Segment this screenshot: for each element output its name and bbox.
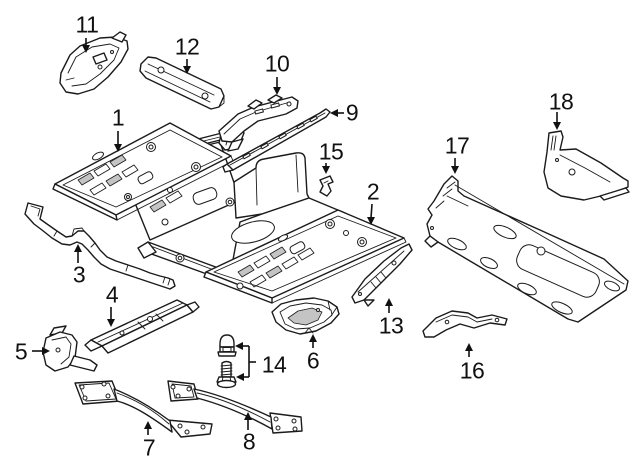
cap-nut-drawing (217, 334, 237, 357)
part-2-drawing (203, 209, 407, 304)
callout-16[interactable]: 16 (459, 357, 485, 384)
callout-9[interactable]: 9 (345, 99, 359, 126)
callout-1[interactable]: 1 (111, 104, 125, 131)
part-10-drawing (218, 94, 299, 152)
part-3-drawing (24, 202, 176, 290)
part-5-drawing (42, 325, 98, 372)
part-17-drawing (424, 175, 629, 323)
callout-15-arrow (322, 163, 330, 174)
callout-6[interactable]: 6 (306, 347, 320, 374)
part-9-drawing (222, 108, 331, 173)
callout-5[interactable]: 5 (14, 338, 28, 365)
callout-11[interactable]: 11 (75, 11, 99, 38)
callout-5-arrow (32, 347, 50, 355)
callout-11-arrow (82, 38, 90, 53)
callout-9-arrow (330, 109, 344, 117)
part-11-drawing (59, 31, 129, 95)
callout-18[interactable]: 18 (548, 88, 574, 115)
part-1-drawing (52, 122, 234, 221)
callout-3-arrow (74, 244, 82, 263)
part-7-drawing (74, 380, 213, 438)
callout-15[interactable]: 15 (318, 138, 344, 165)
callout-8[interactable]: 8 (242, 428, 256, 455)
part-13-drawing (351, 243, 413, 307)
callout-13-arrow (385, 298, 393, 313)
part-12-drawing (139, 56, 225, 110)
callout-17[interactable]: 17 (444, 132, 470, 159)
part-8-drawing (167, 380, 303, 434)
callout-2[interactable]: 2 (366, 178, 380, 205)
callout-14[interactable]: 14 (261, 351, 287, 378)
callout-4-arrow (107, 307, 115, 327)
callout-7-arrow (144, 421, 152, 435)
part-14-drawing (216, 334, 237, 389)
callout-10[interactable]: 10 (264, 50, 290, 77)
callout-7[interactable]: 7 (142, 434, 156, 461)
callout-8-arrow (244, 412, 252, 430)
callout-1-arrow (114, 131, 122, 152)
part-16-drawing (422, 310, 508, 338)
part-6-drawing (271, 297, 340, 335)
part-15-drawing (319, 175, 334, 197)
callout-2-arrow (367, 203, 375, 225)
callout-arrows (32, 38, 561, 435)
callout-16-arrow (465, 343, 473, 357)
callout-14-bracket (235, 342, 256, 381)
part-4-drawing (84, 299, 200, 354)
callout-12-arrow (183, 59, 191, 74)
callout-3[interactable]: 3 (72, 261, 86, 288)
callout-10-arrow (273, 77, 281, 95)
callout-13[interactable]: 13 (378, 312, 404, 339)
part-18-drawing (543, 130, 630, 201)
callout-12[interactable]: 12 (174, 33, 200, 60)
callout-4[interactable]: 4 (105, 281, 119, 308)
callout-17-arrow (451, 158, 459, 174)
callout-6-arrow (309, 334, 317, 348)
callout-18-arrow (553, 112, 561, 130)
bolt-drawing (216, 360, 237, 389)
